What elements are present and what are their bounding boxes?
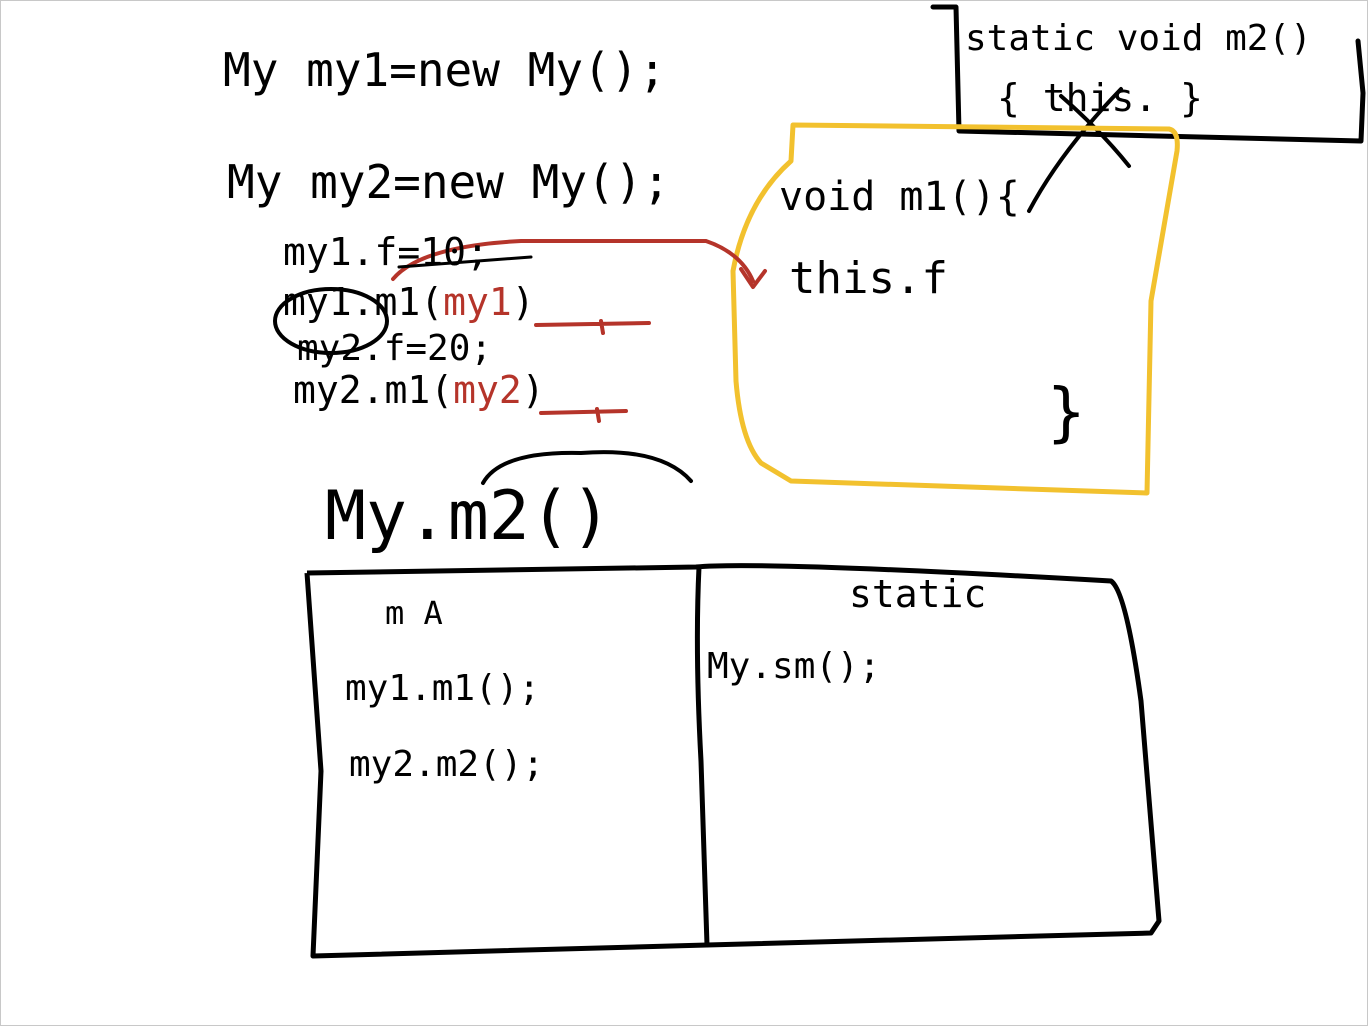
red-reference-arrow	[391, 239, 755, 283]
underline-my2-arg	[539, 407, 628, 423]
static-method-signature: static void m2()	[965, 18, 1312, 59]
call-suffix-my1: )	[511, 280, 535, 324]
call-prefix-my1: my1.m1(	[283, 280, 444, 324]
circle-around-my1	[273, 287, 389, 355]
method-signature: void m1(){	[779, 174, 1020, 220]
method-box-yellow-outline	[730, 122, 1180, 496]
table-right-header: static	[849, 572, 987, 616]
call-arg-my1: my1	[443, 280, 512, 324]
method-body-this-field: this.f	[789, 253, 948, 304]
code-line-my2-method-call: my2.m1(my2)	[293, 371, 545, 409]
table-left-row-2: my2.m2();	[349, 744, 545, 785]
strike-through-mark	[397, 255, 533, 269]
table-left-header: m A	[385, 594, 443, 632]
static-method-body: { this. }	[997, 76, 1203, 120]
code-line-my2-field-assign: my2.f=20;	[297, 328, 493, 369]
code-line-my1-new: My my1=new My();	[223, 43, 667, 97]
call-prefix-my2: my2.m1(	[293, 368, 454, 412]
arc-over-static-call	[481, 450, 693, 485]
table-divider	[694, 564, 710, 948]
call-suffix-my2: )	[521, 368, 545, 412]
red-arrow-head	[739, 267, 767, 289]
static-method-box-outline	[930, 4, 1366, 144]
code-line-my2-new: My my2=new My();	[227, 155, 671, 209]
code-line-my1-field-assign: my1.f=10;	[283, 230, 489, 274]
method-closing-brace: }	[1047, 376, 1086, 450]
underline-my1-arg	[534, 319, 651, 335]
code-line-my1-method-call: my1.m1(my1)	[283, 283, 535, 321]
table-outline	[304, 563, 1162, 959]
static-call-label: My.m2()	[325, 477, 612, 556]
call-arg-my2: my2	[453, 368, 522, 412]
table-right-row-1: My.sm();	[707, 646, 881, 687]
cross-out-mark	[1027, 87, 1131, 213]
table-left-row-1: my1.m1();	[345, 668, 541, 709]
